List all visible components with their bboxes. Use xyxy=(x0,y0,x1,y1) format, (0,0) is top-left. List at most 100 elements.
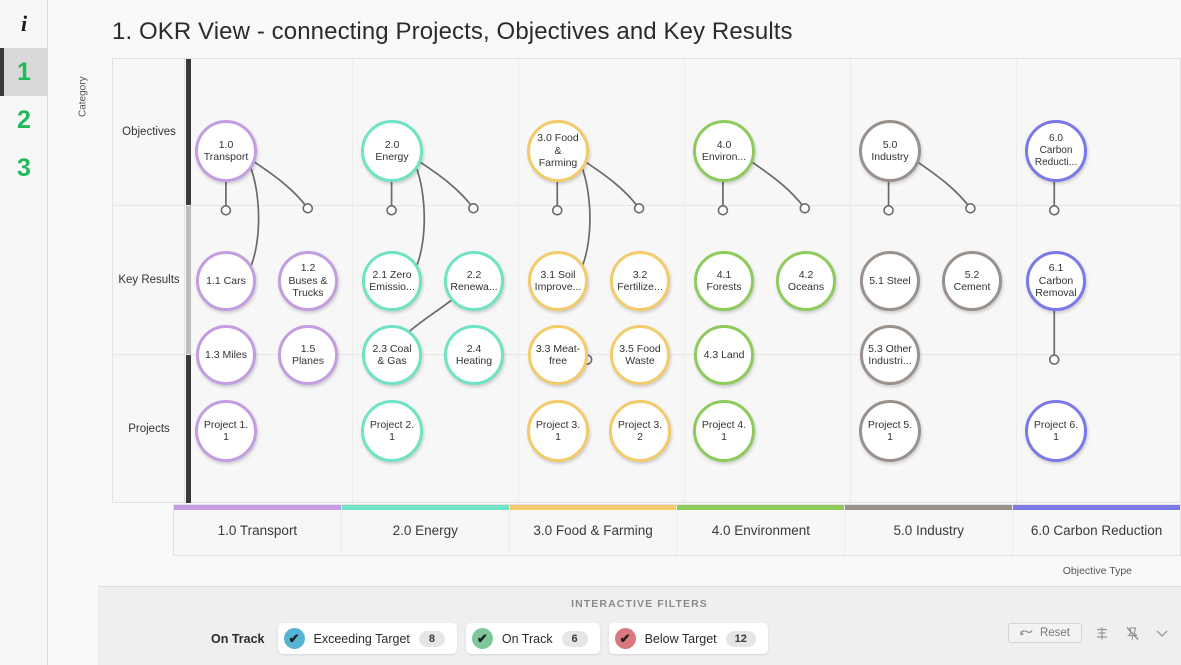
node-label: 3.3 Meat-free xyxy=(535,342,581,367)
node-label: Project 6.1 xyxy=(1033,418,1079,443)
node-objective-o3[interactable]: 3.0 Food&Farming xyxy=(527,120,589,182)
node-key-result-k33[interactable]: 3.3 Meat-free xyxy=(528,325,588,385)
filter-chip-label-below-target: Below Target xyxy=(644,631,717,646)
page-title: 1. OKR View - connecting Projects, Objec… xyxy=(112,18,793,45)
axis-cell-energy[interactable]: 2.0 Energy xyxy=(341,505,510,555)
node-key-result-k11[interactable]: 1.1 Cars xyxy=(196,251,256,311)
rail-item-page-3[interactable]: 3 xyxy=(17,153,31,182)
category-stripe-objectives xyxy=(186,59,191,205)
axis-color-bar-transport xyxy=(174,505,341,510)
axis-cell-transport[interactable]: 1.0 Transport xyxy=(174,505,342,555)
column-separator xyxy=(518,59,519,502)
filter-group-label: On Track xyxy=(211,631,265,646)
axis-cell-food-farming[interactable]: 3.0 Food & Farming xyxy=(509,505,678,555)
main-panel: 1. OKR View - connecting Projects, Objec… xyxy=(49,0,1181,665)
node-project-p32[interactable]: Project 3.2 xyxy=(609,400,671,462)
show-values-icon[interactable] xyxy=(1092,623,1112,643)
column-separator xyxy=(352,59,353,502)
axis-label-industry: 5.0 Industry xyxy=(893,522,964,538)
node-project-p21[interactable]: Project 2.1 xyxy=(361,400,423,462)
column-separator xyxy=(850,59,851,502)
reset-button[interactable]: Reset xyxy=(1007,623,1082,643)
row-label-key-results: Key Results xyxy=(118,273,180,286)
filter-chip-label-on-track: On Track xyxy=(501,631,553,646)
axis-label-transport: 1.0 Transport xyxy=(217,522,298,538)
check-icon-on-track[interactable]: ✔ xyxy=(471,628,493,649)
rail-item-info[interactable]: i xyxy=(20,11,28,36)
node-key-result-k23[interactable]: 2.3 Coal& Gas xyxy=(362,325,422,385)
axis-label-food-farming: 3.0 Food & Farming xyxy=(533,522,653,538)
filter-chip-row: On Track ✔ Exceeding Target 8 ✔ On Track… xyxy=(211,623,768,654)
row-separator-1 xyxy=(113,205,1180,206)
axis-cell-carbon-reduction[interactable]: 6.0 Carbon Reduction xyxy=(1013,505,1180,555)
chevron-down-icon[interactable] xyxy=(1152,623,1172,643)
check-icon-exceeding-target[interactable]: ✔ xyxy=(283,628,305,649)
node-project-p31[interactable]: Project 3.1 xyxy=(527,400,589,462)
node-label: Project 3.1 xyxy=(535,418,581,443)
node-project-p41[interactable]: Project 4.1 xyxy=(693,400,755,462)
node-project-p51[interactable]: Project 5.1 xyxy=(859,400,921,462)
axis-label-energy: 2.0 Energy xyxy=(392,522,458,538)
node-key-result-k43[interactable]: 4.3 Land xyxy=(694,325,754,385)
row-label-objectives: Objectives xyxy=(122,125,176,138)
node-project-p61[interactable]: Project 6.1 xyxy=(1025,400,1087,462)
unpin-icon[interactable] xyxy=(1122,623,1142,643)
filter-chip-count-on-track: 6 xyxy=(561,630,588,647)
axis-color-bar-energy xyxy=(341,505,509,510)
node-key-result-k51[interactable]: 5.1 Steel xyxy=(860,251,920,311)
filter-chip-exceeding-target[interactable]: ✔ Exceeding Target 8 xyxy=(277,623,457,654)
rail-item-page-2[interactable]: 2 xyxy=(17,105,31,134)
node-label: Project 3.2 xyxy=(617,418,663,443)
row-label-column: Objectives Key Results Projects xyxy=(113,59,185,502)
filter-chip-on-track[interactable]: ✔ On Track 6 xyxy=(465,623,600,654)
filter-chip-count-exceeding-target: 8 xyxy=(418,630,445,647)
category-stripe-projects xyxy=(186,355,191,503)
node-project-p11[interactable]: Project 1.1 xyxy=(195,400,257,462)
rail-item-page-1[interactable]: 1 xyxy=(0,48,48,96)
filter-chip-below-target[interactable]: ✔ Below Target 12 xyxy=(608,623,768,654)
check-icon-below-target[interactable]: ✔ xyxy=(614,628,636,649)
axis-cell-environment[interactable]: 4.0 Environment xyxy=(677,505,846,555)
node-key-result-k13[interactable]: 1.3 Miles xyxy=(196,325,256,385)
filter-chip-count-below-target: 12 xyxy=(725,630,756,647)
axis-label-carbon-reduction: 6.0 Carbon Reduction xyxy=(1030,522,1163,538)
row-label-projects: Projects xyxy=(128,422,170,435)
column-separator xyxy=(684,59,685,502)
axis-cell-industry[interactable]: 5.0 Industry xyxy=(845,505,1014,555)
okr-plot: Objectives Key Results Projects xyxy=(112,58,1181,503)
axis-label-environment: 4.0 Environment xyxy=(711,522,811,538)
axis-color-bar-carbon-reduction xyxy=(1013,505,1180,510)
